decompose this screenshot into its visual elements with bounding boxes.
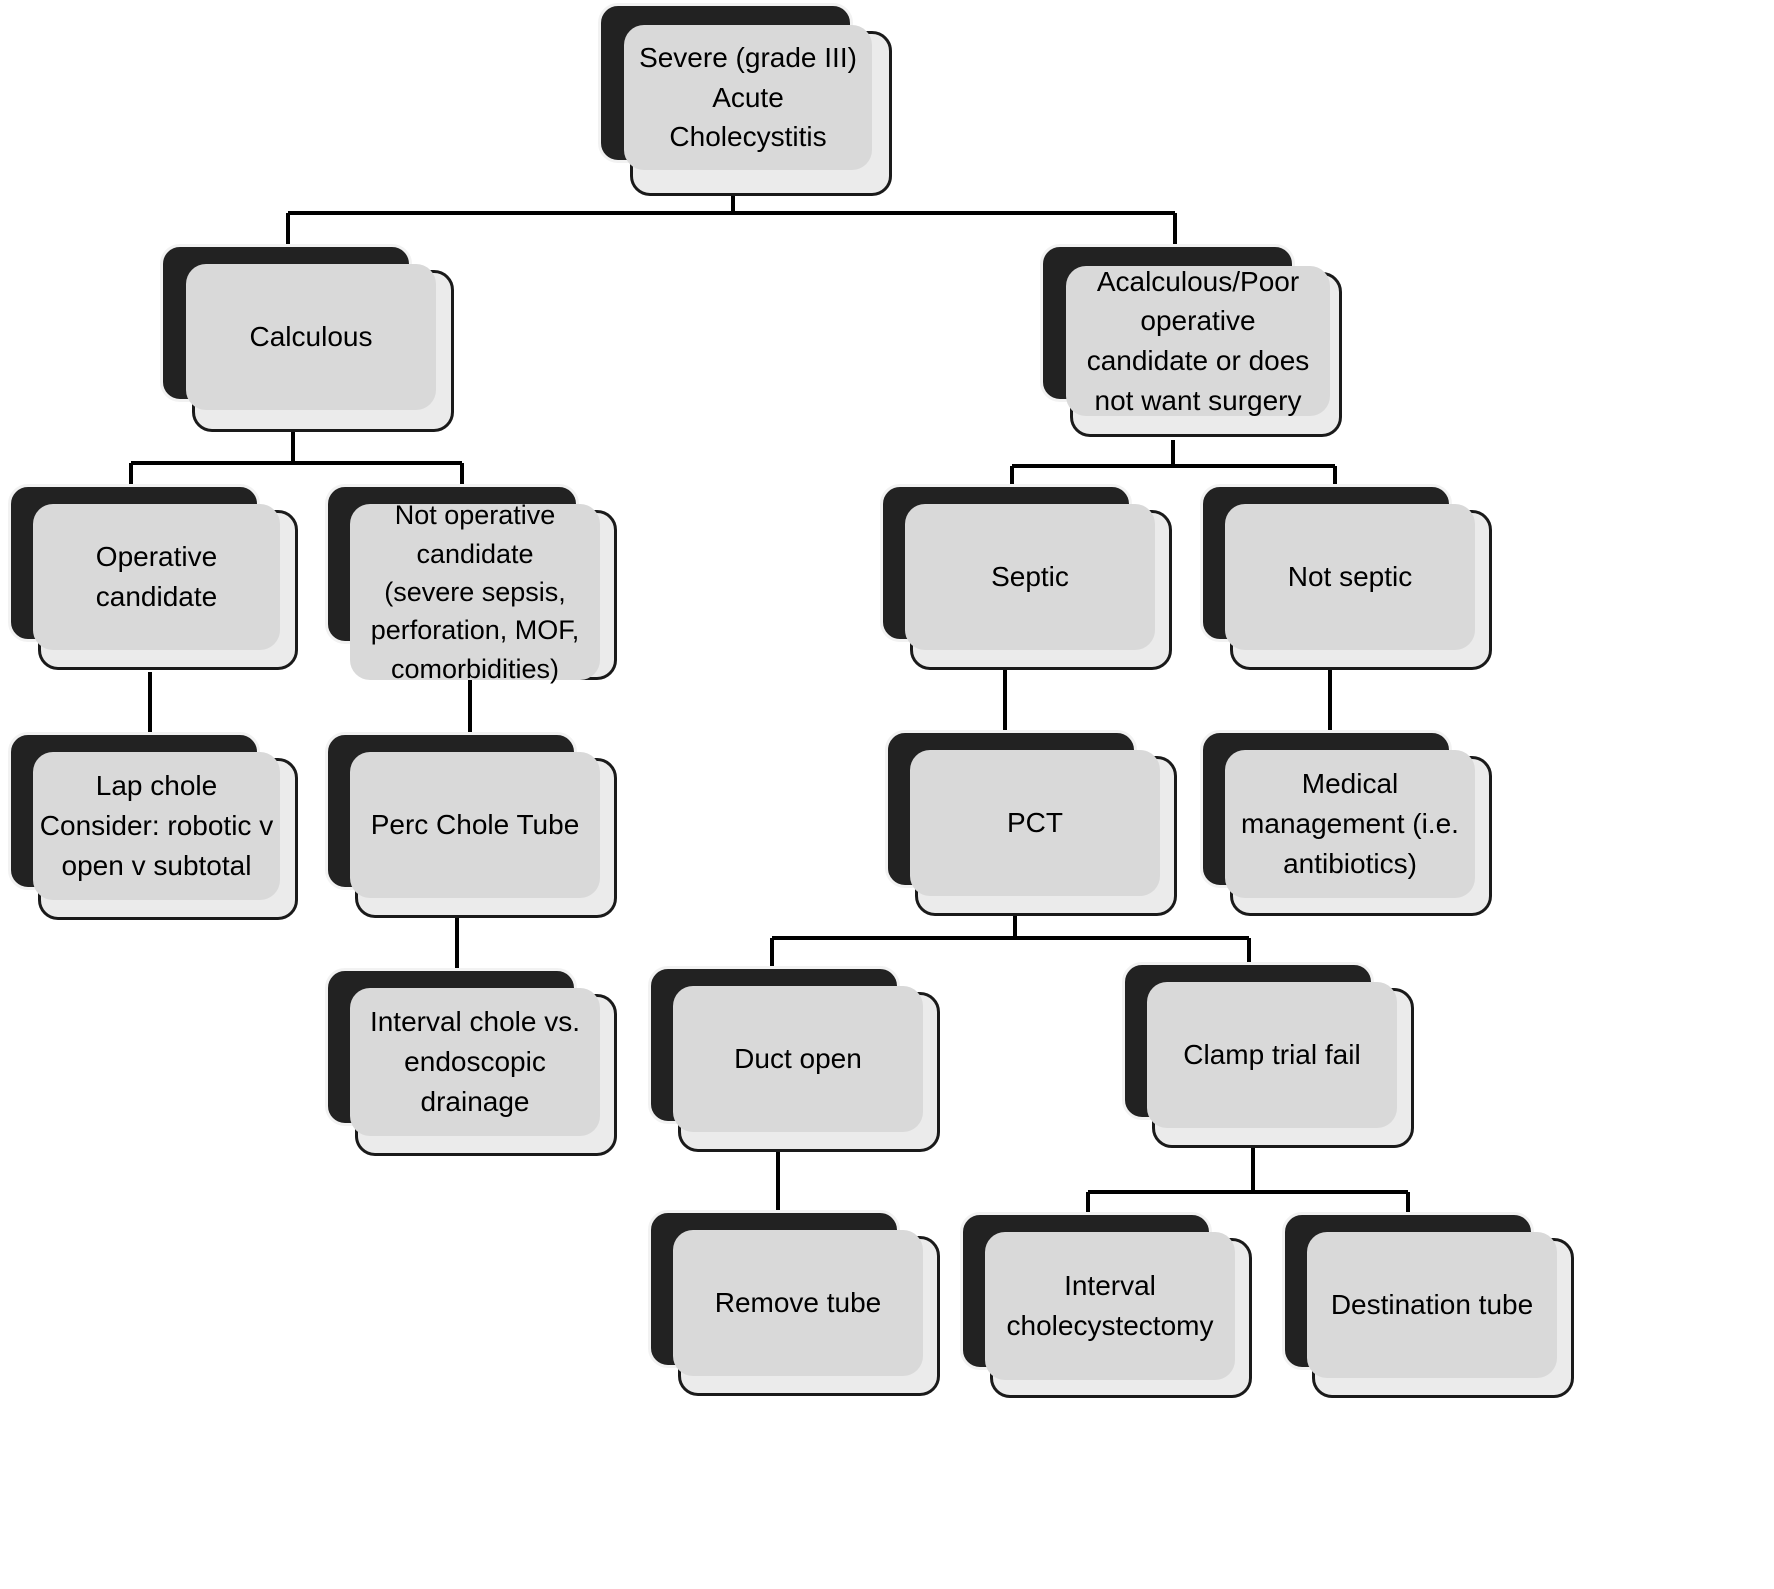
node-destination-tube-label: Destination tube — [1307, 1232, 1557, 1378]
node-text-line: Clamp trial fail — [1183, 1039, 1361, 1071]
node-duct-open-text: Duct open — [679, 1039, 917, 1079]
node-pct-text: PCT — [916, 803, 1154, 843]
node-medical-management[interactable]: Medical management (i.e. antibiotics) — [1200, 730, 1496, 920]
node-text-line: Operative — [95, 541, 218, 573]
node-root-text: Severe (grade III) Acute Cholecystitis — [630, 38, 866, 157]
node-root[interactable]: Severe (grade III) Acute Cholecystitis — [598, 3, 898, 198]
node-operative-candidate[interactable]: Operative candidate — [8, 484, 302, 674]
node-interval-chole-vs-endoscopic[interactable]: Interval chole vs. endoscopic drainage — [325, 968, 620, 1160]
node-text-line: Destination tube — [1330, 1289, 1534, 1321]
node-remove-tube[interactable]: Remove tube — [648, 1210, 944, 1400]
node-calculous-label: Calculous — [186, 264, 436, 410]
node-acalculous-label: Acalculous/Poor operative candidate or doe… — [1066, 266, 1330, 416]
node-not-septic-label: Not septic — [1225, 504, 1475, 650]
node-text-line: Not operative — [394, 500, 556, 531]
node-text-line: perforation, MOF, — [370, 615, 580, 646]
node-text-line: open v subtotal — [61, 849, 252, 881]
node-text-line: candidate — [95, 581, 218, 612]
node-not-operative-candidate[interactable]: Not operative candidate (severe sepsis, per… — [325, 484, 620, 684]
node-medical-management-label: Medical management (i.e. antibiotics) — [1225, 750, 1475, 898]
node-text-line: Septic — [991, 561, 1069, 593]
node-interval-chole-vs-endoscopic-label: Interval chole vs. endoscopic drainage — [350, 988, 600, 1136]
node-clamp-trial-fail[interactable]: Clamp trial fail — [1122, 962, 1418, 1152]
node-medical-management-text: Medical management (i.e. antibiotics) — [1231, 764, 1469, 883]
node-interval-cholecystectomy-text: Interval cholecystectomy — [991, 1266, 1229, 1346]
node-septic[interactable]: Septic — [880, 484, 1176, 672]
node-calculous[interactable]: Calculous — [160, 244, 460, 434]
node-text-line: cholecystectomy — [1006, 1310, 1214, 1341]
node-perc-chole-tube-label: Perc Chole Tube — [350, 752, 600, 898]
node-septic-label: Septic — [905, 504, 1155, 650]
node-destination-tube-text: Destination tube — [1313, 1285, 1551, 1325]
node-text-line: Interval — [1064, 1270, 1156, 1302]
node-not-operative-candidate-label: Not operative candidate (severe sepsis, per… — [350, 500, 600, 684]
node-clamp-trial-fail-text: Clamp trial fail — [1153, 1035, 1391, 1075]
node-text-line: candidate or does — [1086, 345, 1310, 376]
node-text-line: comorbidities) — [390, 653, 560, 684]
node-pct-label: PCT — [910, 750, 1160, 896]
node-text-line: Acalculous/Poor — [1096, 265, 1300, 297]
node-text-line: candidate — [416, 538, 534, 569]
node-pct[interactable]: PCT — [885, 730, 1181, 920]
node-perc-chole-tube-text: Perc Chole Tube — [356, 805, 594, 845]
node-operative-candidate-label: Operative candidate — [33, 504, 280, 650]
node-not-septic-text: Not septic — [1231, 557, 1469, 597]
node-text-line: Severe (grade III) — [639, 41, 857, 73]
node-text-line: (severe sepsis, — [384, 576, 566, 607]
node-interval-chole-vs-endoscopic-text: Interval chole vs. endoscopic drainage — [356, 1002, 594, 1121]
node-text-line: management (i.e. — [1241, 808, 1459, 840]
node-interval-cholecystectomy[interactable]: Interval cholecystectomy — [960, 1212, 1256, 1402]
node-not-septic[interactable]: Not septic — [1200, 484, 1496, 672]
node-septic-text: Septic — [911, 557, 1149, 597]
node-text-line: Consider: robotic v — [39, 810, 274, 842]
node-interval-cholecystectomy-label: Interval cholecystectomy — [985, 1232, 1235, 1380]
node-text-line: antibiotics) — [1283, 847, 1417, 879]
node-text-line: Duct open — [734, 1043, 862, 1075]
node-text-line: Acute Cholecystitis — [669, 81, 827, 153]
node-clamp-trial-fail-label: Clamp trial fail — [1147, 982, 1397, 1128]
node-text-line: drainage — [420, 1085, 530, 1117]
node-not-operative-candidate-text: Not operative candidate (severe sepsis, per… — [356, 496, 594, 688]
node-text-line: Lap chole — [95, 770, 218, 802]
node-duct-open[interactable]: Duct open — [648, 966, 944, 1156]
node-operative-candidate-text: Operative candidate — [39, 537, 274, 617]
node-text-line: not want surgery — [1094, 384, 1302, 416]
node-text-line: Remove tube — [714, 1287, 882, 1319]
node-remove-tube-text: Remove tube — [679, 1283, 917, 1323]
node-text-line: Perc Chole Tube — [370, 809, 580, 841]
node-acalculous[interactable]: Acalculous/Poor operative candidate or doe… — [1040, 244, 1345, 440]
node-text-line: Interval chole vs. — [369, 1006, 581, 1038]
node-remove-tube-label: Remove tube — [673, 1230, 923, 1376]
node-text-line: Calculous — [249, 321, 373, 353]
node-text-line: operative — [1140, 305, 1256, 337]
node-text-line: Medical — [1301, 768, 1399, 800]
node-acalculous-text: Acalculous/Poor operative candidate or doe… — [1072, 262, 1324, 421]
node-calculous-text: Calculous — [192, 317, 430, 357]
node-root-label: Severe (grade III) Acute Cholecystitis — [624, 25, 872, 170]
node-text-line: endoscopic — [404, 1046, 546, 1078]
node-text-line: PCT — [1007, 807, 1063, 839]
node-perc-chole-tube[interactable]: Perc Chole Tube — [325, 732, 620, 922]
node-destination-tube[interactable]: Destination tube — [1282, 1212, 1578, 1402]
node-text-line: Not septic — [1287, 561, 1413, 593]
node-duct-open-label: Duct open — [673, 986, 923, 1132]
